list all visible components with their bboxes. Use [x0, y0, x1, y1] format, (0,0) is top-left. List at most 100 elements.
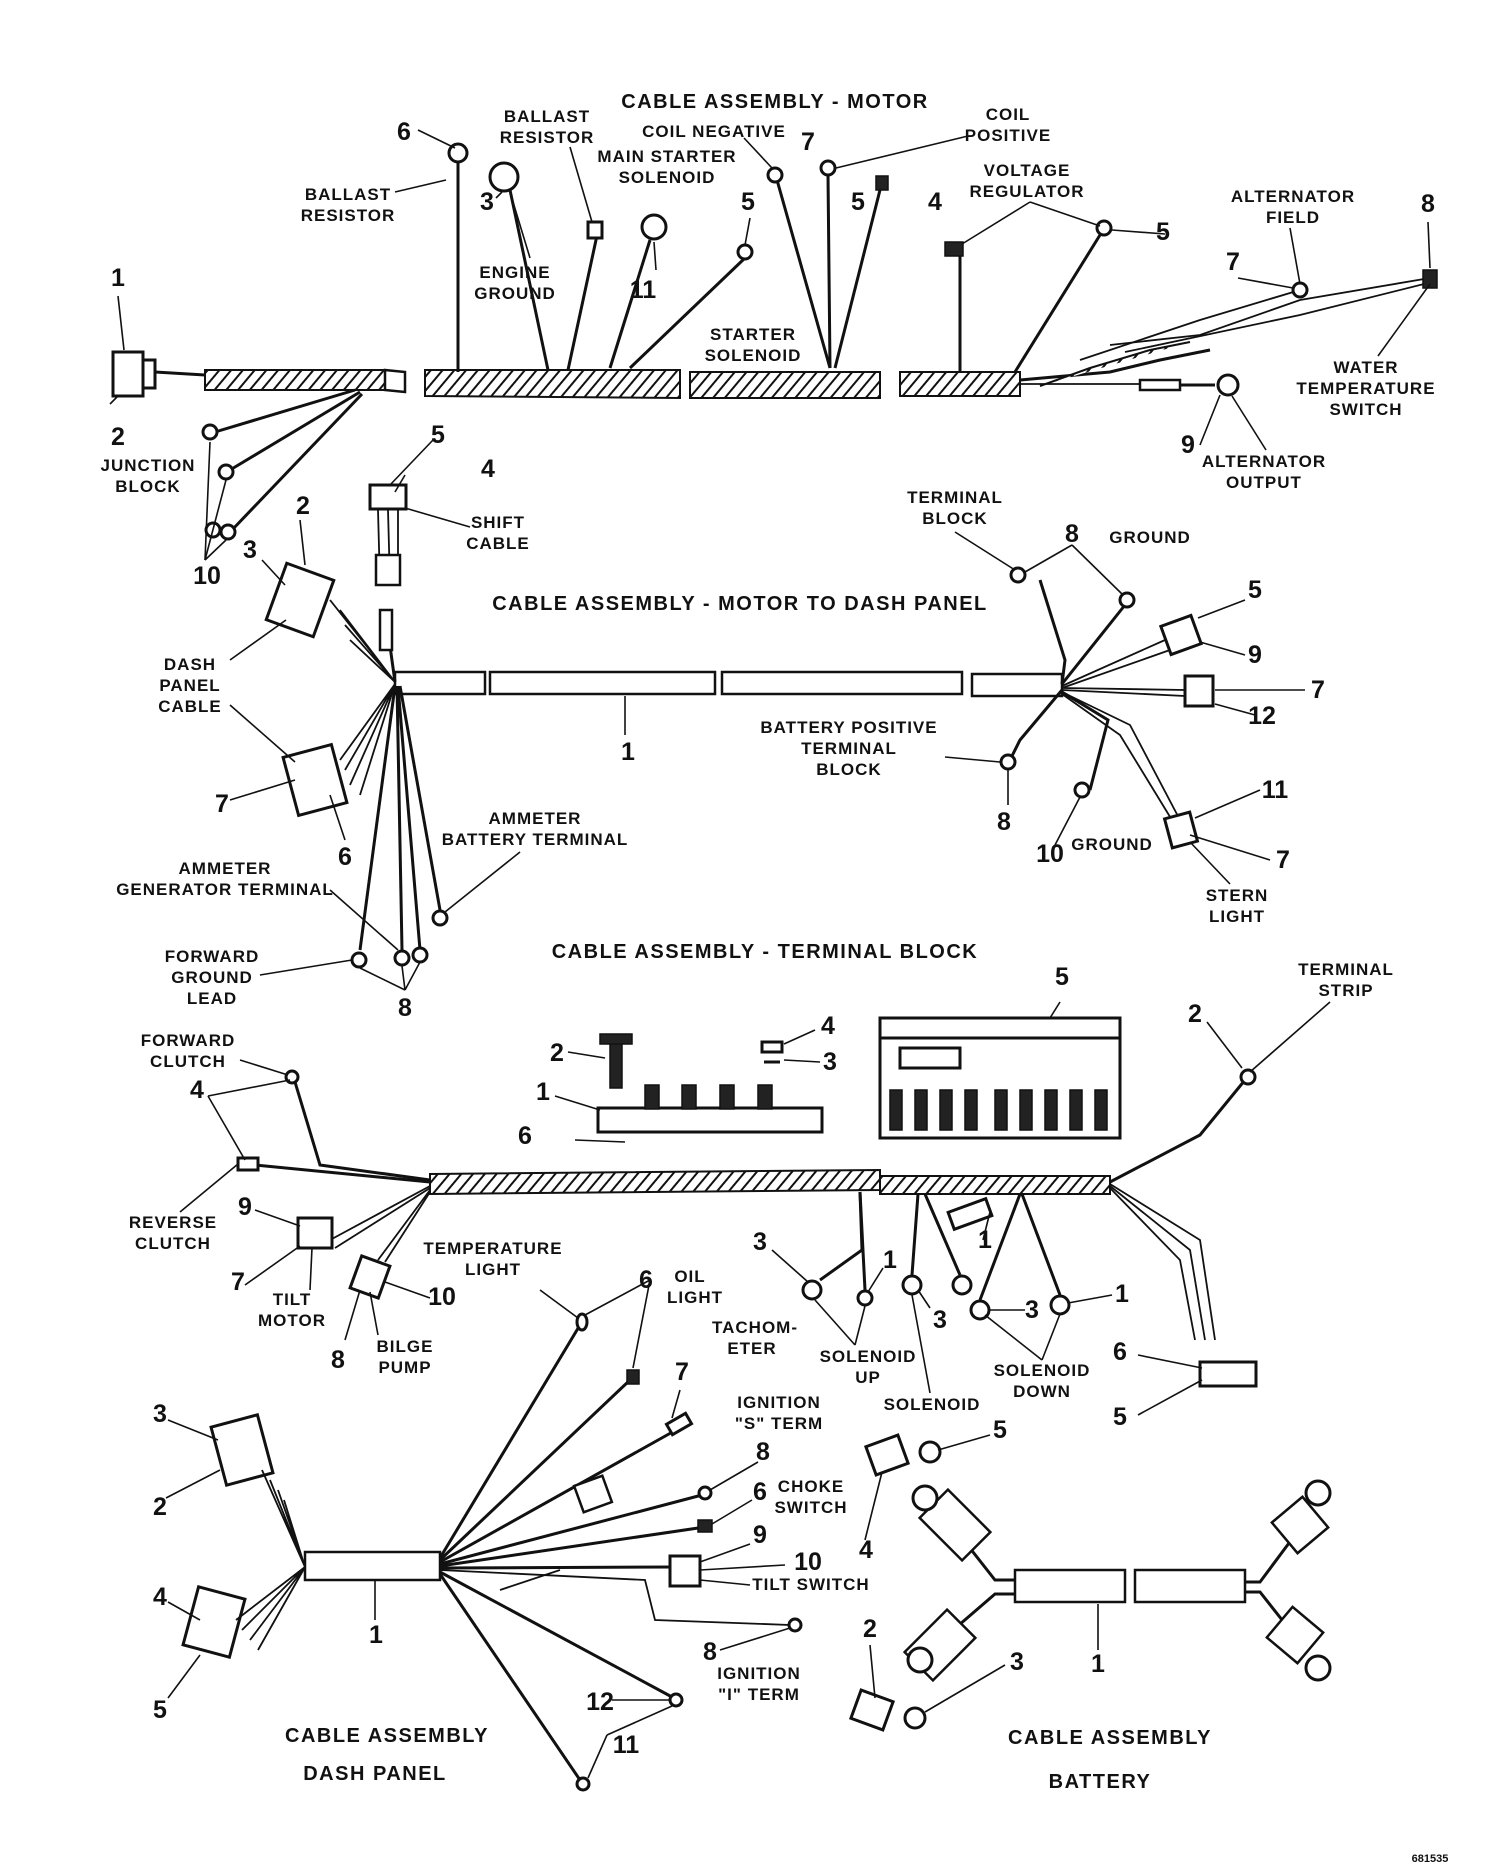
reverse-clutch-lead: [254, 1163, 431, 1184]
stern-light-lead: [1061, 691, 1181, 821]
water-temp-lead-2: [1124, 281, 1433, 353]
label-bilge-pump-2: PUMP: [378, 1358, 431, 1377]
label-ignition-s-1: IGNITION: [737, 1393, 821, 1412]
shift-cable-plug: [368, 483, 408, 511]
label-temp-light-1: TEMPERATURE: [423, 1239, 562, 1258]
connector-7-upper: [1183, 674, 1215, 708]
callout-motor-5c: 5: [1156, 218, 1170, 246]
label-water-temp-1: WATER: [1333, 358, 1398, 377]
solenoid-up-ring-b: [856, 1289, 874, 1307]
callout-mtd-6: 6: [338, 843, 352, 871]
tachometer-terminal: [664, 1411, 694, 1437]
leader-temp-light: [539, 1289, 579, 1319]
leader-battery-3: [924, 1664, 1006, 1713]
label-starter-solenoid-2: SOLENOID: [705, 346, 802, 365]
ballast-resistor-terminal: [586, 220, 604, 240]
label-ignition-i-2: "I" TERM: [718, 1685, 800, 1704]
label-tachometer-2: ETER: [727, 1339, 776, 1358]
ignition-s-ring: [697, 1485, 713, 1501]
callout-dp-11: 11: [613, 1731, 640, 1759]
leader-callout-10: [1054, 796, 1081, 846]
callout-tb-1c: 1: [978, 1226, 992, 1254]
label-shift-cable-2: CABLE: [466, 534, 530, 553]
leader-dash-lower: [229, 704, 296, 763]
leader-callout-12: [1214, 703, 1256, 716]
callout-mtd-9: 9: [1248, 641, 1262, 669]
leader-11a: [587, 1734, 608, 1779]
leader-oil-a: [632, 1279, 651, 1369]
label-reverse-clutch-2: CLUTCH: [135, 1234, 211, 1253]
label-ground-bottom: GROUND: [1071, 835, 1153, 854]
positive-clamp: [863, 1433, 911, 1477]
ammeter-batt-ring: [431, 909, 449, 927]
leader-callout-2-strip: [1206, 1021, 1243, 1069]
dash-fan-stub-boot: [378, 608, 394, 652]
leader-callout-4b: [207, 1095, 246, 1161]
leader-ballast-top: [569, 146, 593, 223]
terminal-strip-slots: [889, 1089, 1108, 1131]
tilt-switch-lead: [439, 1565, 676, 1570]
screw-part: [609, 1039, 623, 1089]
leader-callout-3: [495, 191, 503, 199]
label-forward-ground-1: FORWARD: [165, 947, 260, 966]
leader-callout-3-up: [771, 1249, 809, 1283]
alt-field-lead: [1079, 289, 1301, 361]
label-ammeter-generator-2: GENERATOR TERMINAL: [116, 880, 334, 899]
leader-callout-3: [261, 559, 286, 586]
label-stern-light-1: STERN: [1206, 886, 1269, 905]
strip-slot-6: [1019, 1089, 1033, 1131]
motor-plug-connector: [111, 350, 145, 398]
callout-tb-6b: 6: [1113, 1338, 1127, 1366]
callout-dp-4: 4: [153, 1583, 167, 1611]
label-water-temp-3: SWITCH: [1329, 400, 1402, 419]
callout-bat-4: 4: [859, 1536, 873, 1564]
tachometer-lead: [439, 1423, 686, 1564]
motor-plug-collar: [141, 358, 157, 390]
leader-forward-clutch: [239, 1059, 289, 1076]
stern-light-lead-2: [1061, 693, 1176, 826]
leader-shift-cable: [404, 507, 471, 528]
leader-terminal-strip: [1249, 1001, 1331, 1073]
starter-solenoid-lead: [628, 256, 747, 370]
callout-tb-3a: 3: [823, 1048, 837, 1076]
callout-motor-9: 9: [1181, 431, 1195, 459]
label-solenoid-down-1: SOLENOID: [994, 1361, 1091, 1380]
regulator-ring: [1095, 219, 1113, 237]
leader-callout-5-down: [1137, 1379, 1203, 1416]
label-junction-block-2: BLOCK: [115, 477, 180, 496]
shift-cable-sleeve: [374, 553, 402, 587]
label-voltage-regulator-1: VOLTAGE: [984, 161, 1071, 180]
leader-solenoid-down-a: [984, 1314, 1043, 1361]
callout-motor-2: 2: [111, 423, 125, 451]
leader-battery-2: [869, 1644, 876, 1699]
down-leads-3: [1109, 1187, 1196, 1341]
tach-sleeve: [572, 1474, 614, 1514]
junction-ring-3: [219, 523, 237, 541]
leader-forward-ground: [259, 959, 353, 976]
regulator-lead-2: [1013, 234, 1102, 373]
leader-oil-b: [584, 1279, 651, 1316]
leader-callout-9: [1199, 641, 1246, 656]
leader-callout-9: [1199, 394, 1221, 446]
label-tilt-switch: TILT SWITCH: [752, 1575, 869, 1594]
leader-callout-2: [299, 519, 306, 566]
dash-fan-upper: [329, 599, 396, 683]
leader-callout-4: [394, 474, 406, 493]
battery-upper-right-lead: [1245, 1534, 1297, 1584]
terminal-strip-lead: [1109, 1079, 1247, 1184]
leader-battery-5: [937, 1434, 991, 1451]
leader-regulator-b: [1029, 201, 1101, 227]
tilt-switch-connector: [668, 1554, 702, 1588]
label-ballast-resistor-top-1: BALLAST: [504, 107, 590, 126]
label-alternator-field-1: ALTERNATOR: [1231, 187, 1355, 206]
dash-upper-fan: [261, 1469, 306, 1568]
callout-dp-8b: 8: [703, 1638, 717, 1666]
terminal-strip-top: [878, 1016, 1122, 1040]
battery-lower-right-lead: [1245, 1590, 1292, 1631]
leader-tilt-switch: [699, 1579, 751, 1586]
alt-output-boot: [1138, 378, 1182, 392]
leader-callout-10b: [204, 479, 227, 561]
battery-upper-right-ring: [1304, 1479, 1332, 1507]
leader-solenoid-up-a: [814, 1299, 856, 1346]
label-alternator-field-2: FIELD: [1266, 208, 1320, 227]
